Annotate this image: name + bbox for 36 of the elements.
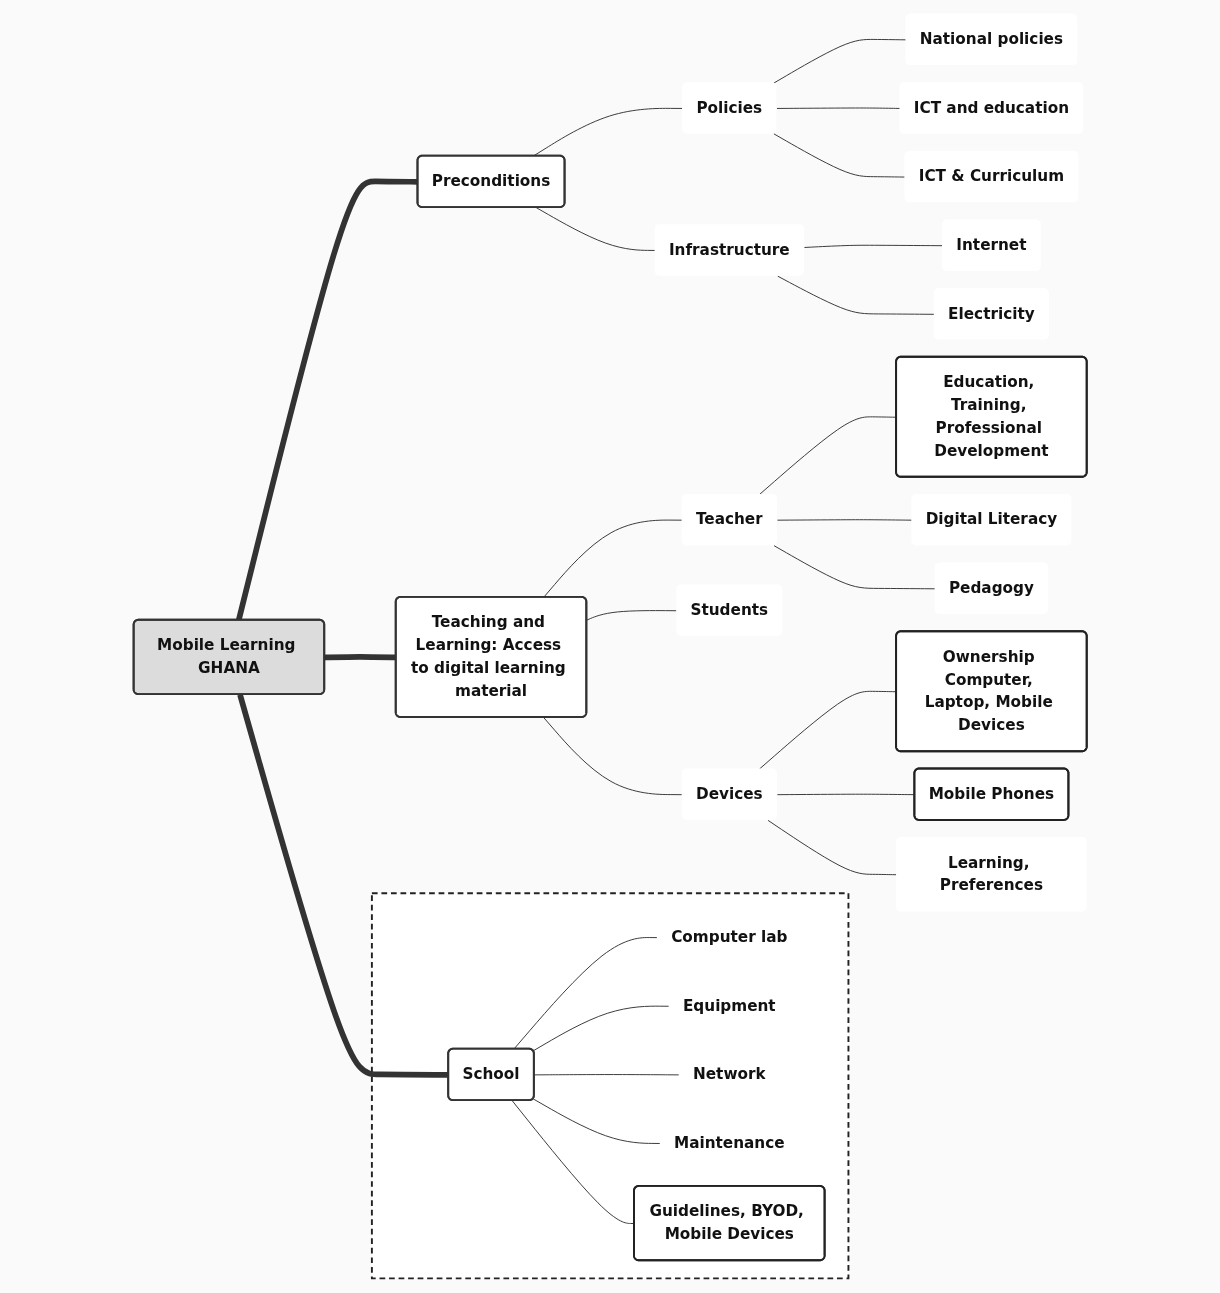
connector: [237, 693, 449, 1078]
node-text: Pedagogy: [948, 578, 1034, 597]
connector: [533, 1074, 680, 1076]
node-text: Network: [692, 1064, 766, 1083]
connector: [773, 38, 907, 84]
node-text: National policies: [919, 29, 1063, 48]
node-text: Teacher: [695, 510, 763, 529]
connector: [535, 207, 656, 251]
connector: [803, 244, 943, 248]
connector: [532, 1005, 670, 1052]
connector: [773, 133, 906, 178]
node-text: Internet: [956, 235, 1027, 254]
node-text: Electricity: [947, 304, 1035, 323]
node-text: Equipment: [682, 996, 776, 1015]
connector: [513, 937, 658, 1050]
connector: [543, 519, 683, 598]
node-text: Computer lab: [671, 927, 788, 946]
node-text: Policies: [696, 98, 763, 117]
node-text: Digital Literacy: [925, 510, 1057, 529]
node-text: Students: [690, 600, 768, 619]
connector: [586, 610, 677, 621]
connector: [776, 107, 901, 109]
connector: [767, 819, 897, 876]
connector: [543, 717, 683, 796]
node-text: Infrastructure: [668, 240, 790, 259]
node-text: Devices: [695, 784, 763, 803]
connector: [776, 519, 913, 521]
connector: [532, 1098, 661, 1144]
cluster: [370, 892, 850, 1280]
node-text: Maintenance: [673, 1133, 785, 1152]
connector: [235, 178, 418, 621]
node-text: ICT and education: [913, 98, 1069, 117]
connector: [773, 545, 936, 590]
connector: [777, 275, 935, 315]
node-text: Learning, Preferences: [939, 853, 1043, 895]
node-text: ICT & Curriculum: [918, 167, 1064, 186]
